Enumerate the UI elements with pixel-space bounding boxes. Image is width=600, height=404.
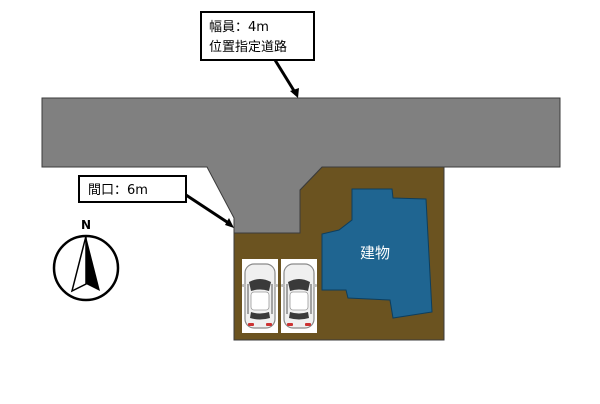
north-arrow-icon (70, 235, 100, 293)
building-label: 建物 (360, 244, 390, 262)
leader-arrowhead (290, 88, 299, 98)
frontage-label-leader (185, 193, 231, 226)
road-label-box (200, 11, 315, 61)
road-label-leader (273, 59, 298, 95)
car-icon (241, 263, 279, 329)
frontage-label: 間口：6m (88, 183, 148, 198)
parking-spaces (241, 259, 318, 333)
frontage-label-box (78, 175, 187, 203)
frontage-callout: 間口：6m (78, 175, 234, 228)
building (321, 188, 433, 319)
road-type-label: 位置指定道路 (209, 39, 287, 55)
road-width-label: 幅員：4m (209, 20, 269, 35)
road-width-callout: 幅員：4m 位置指定道路 (200, 11, 315, 98)
road-area (41, 97, 561, 234)
compass-north-label: N (81, 218, 91, 232)
compass: N (52, 218, 120, 302)
car-icon (280, 263, 318, 329)
leader-arrowhead (225, 218, 234, 228)
